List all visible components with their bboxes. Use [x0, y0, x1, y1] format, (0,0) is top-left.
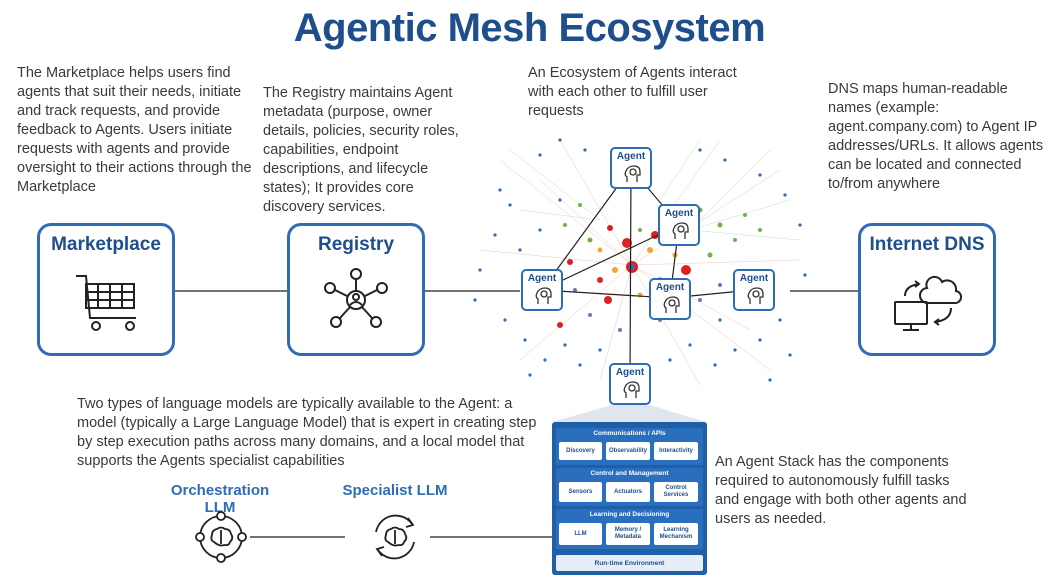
page-title: Agentic Mesh Ecosystem [293, 6, 766, 50]
llm-description: Two types of language models are typical… [77, 396, 537, 469]
orchestration-llm-label: Orchestration LLM [170, 482, 270, 516]
stack-cell: Actuators [606, 482, 650, 502]
registry-description: The Registry maintains Agent metadata (p… [263, 85, 459, 215]
agent-node-right[interactable]: Agent [733, 269, 775, 311]
stack-cell: Discovery [559, 442, 602, 460]
registry-box[interactable]: Registry [287, 223, 425, 356]
marketplace-description: The Marketplace helps users find agents … [17, 65, 252, 195]
agent-head-icon [672, 222, 689, 239]
agent-label: Agent [615, 367, 645, 378]
agent-label: Agent [527, 273, 557, 284]
marketplace-label: Marketplace [51, 234, 161, 255]
runtime-environment: Run-time Environment [556, 555, 703, 571]
orchestration-brain-icon [195, 511, 247, 563]
layer-title: Learning and Decisioning [589, 511, 670, 518]
agent-node-center[interactable]: Agent [649, 278, 691, 320]
network-hub-icon [290, 266, 422, 347]
dns-description: DNS maps human-readable names (example: … [828, 81, 1044, 192]
stack-layer-learning: Learning and Decisioning LLM Memory / Me… [556, 509, 703, 549]
agent-stack: Communications / APIs Discovery Observab… [552, 422, 707, 575]
specialist-brain-icon [375, 514, 415, 560]
agent-head-icon [535, 287, 552, 304]
agent-node-left[interactable]: Agent [521, 269, 563, 311]
registry-label: Registry [317, 234, 395, 255]
agent-node-top[interactable]: Agent [610, 147, 652, 189]
stack-cell: Control Services [654, 482, 698, 502]
specialist-llm-label: Specialist LLM [342, 482, 448, 499]
ecosystem-description: An Ecosystem of Agents interact with eac… [528, 65, 737, 119]
agent-node-bottom[interactable]: Agent [609, 363, 651, 405]
stack-layer-control: Control and Management Sensors Actuators… [556, 468, 703, 506]
agent-head-icon [747, 287, 764, 304]
agent-label: Agent [616, 151, 646, 162]
agent-head-icon [624, 165, 641, 182]
shopping-cart-icon [40, 266, 172, 347]
stack-callout [552, 405, 706, 422]
stack-layer-communications: Communications / APIs Discovery Observab… [556, 428, 703, 465]
marketplace-box[interactable]: Marketplace [37, 223, 175, 356]
stack-cell: Observability [606, 442, 650, 460]
stack-cell: Learning Mechanism [654, 523, 698, 545]
layer-title: Control and Management [590, 470, 669, 477]
stack-cell: Memory / Metadata [606, 523, 650, 545]
agent-node-upper-right[interactable]: Agent [658, 204, 700, 246]
layer-title: Communications / APIs [593, 430, 666, 437]
stack-cell: Interactivity [654, 442, 698, 460]
stack-description: An Agent Stack has the components requir… [715, 454, 967, 527]
agent-head-icon [663, 296, 680, 313]
agent-label: Agent [655, 282, 685, 293]
dns-box[interactable]: Internet DNS [858, 223, 996, 356]
agent-label: Agent [664, 208, 694, 219]
agent-label: Agent [739, 273, 769, 284]
cloud-computer-icon [861, 266, 993, 347]
stack-cell: Sensors [559, 482, 602, 502]
stack-cell: LLM [559, 523, 602, 545]
dns-label: Internet DNS [869, 234, 985, 255]
agent-head-icon [623, 381, 640, 398]
